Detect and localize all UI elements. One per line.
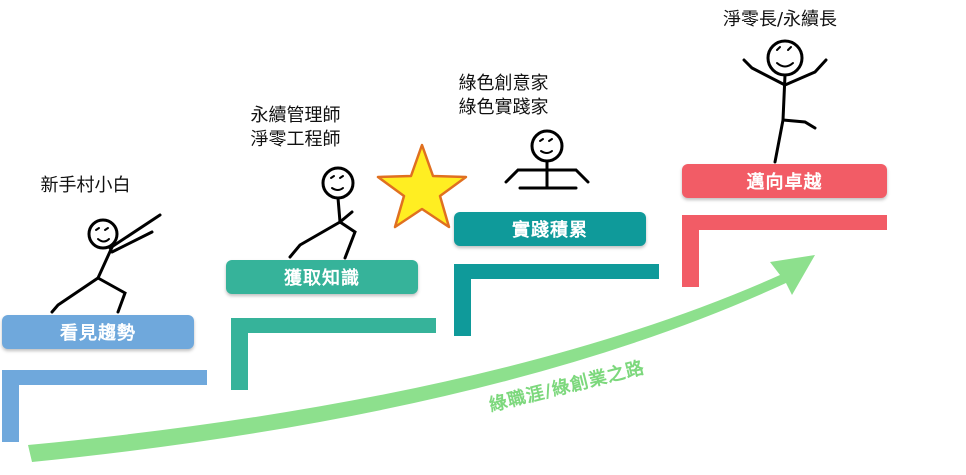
stick-figure-icon <box>50 213 162 314</box>
stage-3-title: 綠色創意家 綠色實踐家 <box>458 73 549 118</box>
stage-1-button: 看見趨勢 <box>2 315 194 349</box>
stick-figure-icon <box>288 166 357 260</box>
star-icon <box>376 143 468 229</box>
stage-1-title: 新手村小白 <box>40 175 131 196</box>
stage-2-title: 永續管理師 淨零工程師 <box>250 105 341 150</box>
stage-2-button: 獲取知識 <box>226 260 418 294</box>
stage-4-bracket <box>682 215 887 230</box>
stage-4-title: 淨零長/永續長 <box>722 9 838 30</box>
stage-3-button: 實踐積累 <box>454 212 646 246</box>
stage-1-bracket <box>2 370 207 385</box>
stick-figure-icon <box>504 129 590 190</box>
stage-1-bracket-post <box>2 370 19 442</box>
stage-2-bracket <box>231 318 436 333</box>
stage-4-bracket-post <box>682 215 699 287</box>
stage-4-button: 邁向卓越 <box>682 164 887 198</box>
growth-arrow-icon <box>28 255 815 462</box>
stage-3-bracket-post <box>454 264 471 336</box>
stage-2-bracket-post <box>231 318 248 390</box>
stick-figure-icon <box>742 39 828 164</box>
stage-3-bracket <box>454 264 659 279</box>
